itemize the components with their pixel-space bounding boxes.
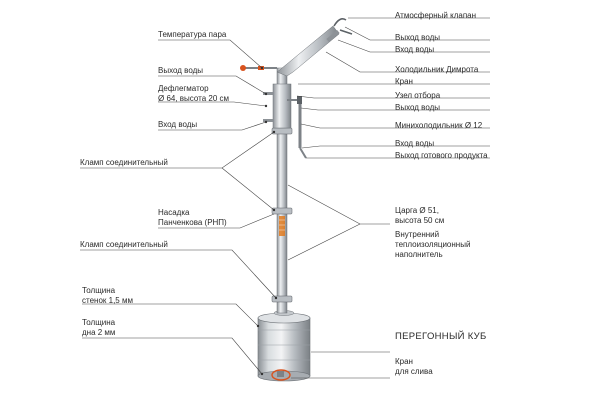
label-packing-2: Панченкова (РНП) xyxy=(158,218,227,227)
label-atm-valve: Атмосферный клапан xyxy=(395,11,477,20)
label-water-in-1: Вход воды xyxy=(395,45,435,54)
label-column-1: Царга Ø 51, xyxy=(395,206,439,215)
label-still: ПЕРЕГОННЫЙ КУБ xyxy=(395,331,487,342)
label-dephleg-2: Ø 64, высота 20 см xyxy=(158,94,230,103)
label-packing-1: Насадка xyxy=(158,208,190,217)
label-bottom-1: Толщина xyxy=(82,318,116,327)
label-insul-1: Внутренний xyxy=(395,230,440,239)
label-water-in-3: Вход воды xyxy=(158,120,198,129)
dimroth-cooler xyxy=(276,18,353,77)
leaders-right xyxy=(287,17,490,379)
label-dimroth: Холодильник Димрота xyxy=(395,65,479,74)
takeoff-unit xyxy=(287,96,307,159)
label-product-out: Выход готового продукта xyxy=(395,151,488,160)
dephlegmator xyxy=(263,83,292,129)
label-insul-2: теплоизоляционный xyxy=(395,240,471,249)
label-water-out-1: Выход воды xyxy=(395,33,441,42)
leaders-left xyxy=(80,39,277,375)
label-clamp-1: Кламп соединительный xyxy=(80,158,168,167)
label-insul-3: наполнитель xyxy=(395,250,443,259)
label-clamp-2: Кламп соединительный xyxy=(80,240,168,249)
label-drain-2: для слива xyxy=(395,367,433,376)
label-wall-2: стенок 1,5 мм xyxy=(82,296,133,305)
thermometer xyxy=(240,65,277,71)
label-tap: Кран xyxy=(395,77,413,86)
label-column-2: высота 50 см xyxy=(395,216,445,225)
label-water-out-2: Выход воды xyxy=(395,103,441,112)
drain-tap xyxy=(271,369,291,381)
label-mini-cooler: Минихолодильник Ø 12 xyxy=(395,121,483,130)
label-drain-1: Кран xyxy=(395,357,413,366)
label-bottom-2: дна 2 мм xyxy=(82,328,116,337)
label-takeoff: Узел отбора xyxy=(395,91,441,100)
label-dephleg-1: Дефлегматор xyxy=(158,84,209,93)
label-wall-1: Толщина xyxy=(82,286,116,295)
label-water-in-2: Вход воды xyxy=(395,139,435,148)
label-water-out-3: Выход воды xyxy=(158,66,204,75)
leader-dots xyxy=(256,66,278,376)
label-vapor-temp: Температура пара xyxy=(158,30,227,39)
